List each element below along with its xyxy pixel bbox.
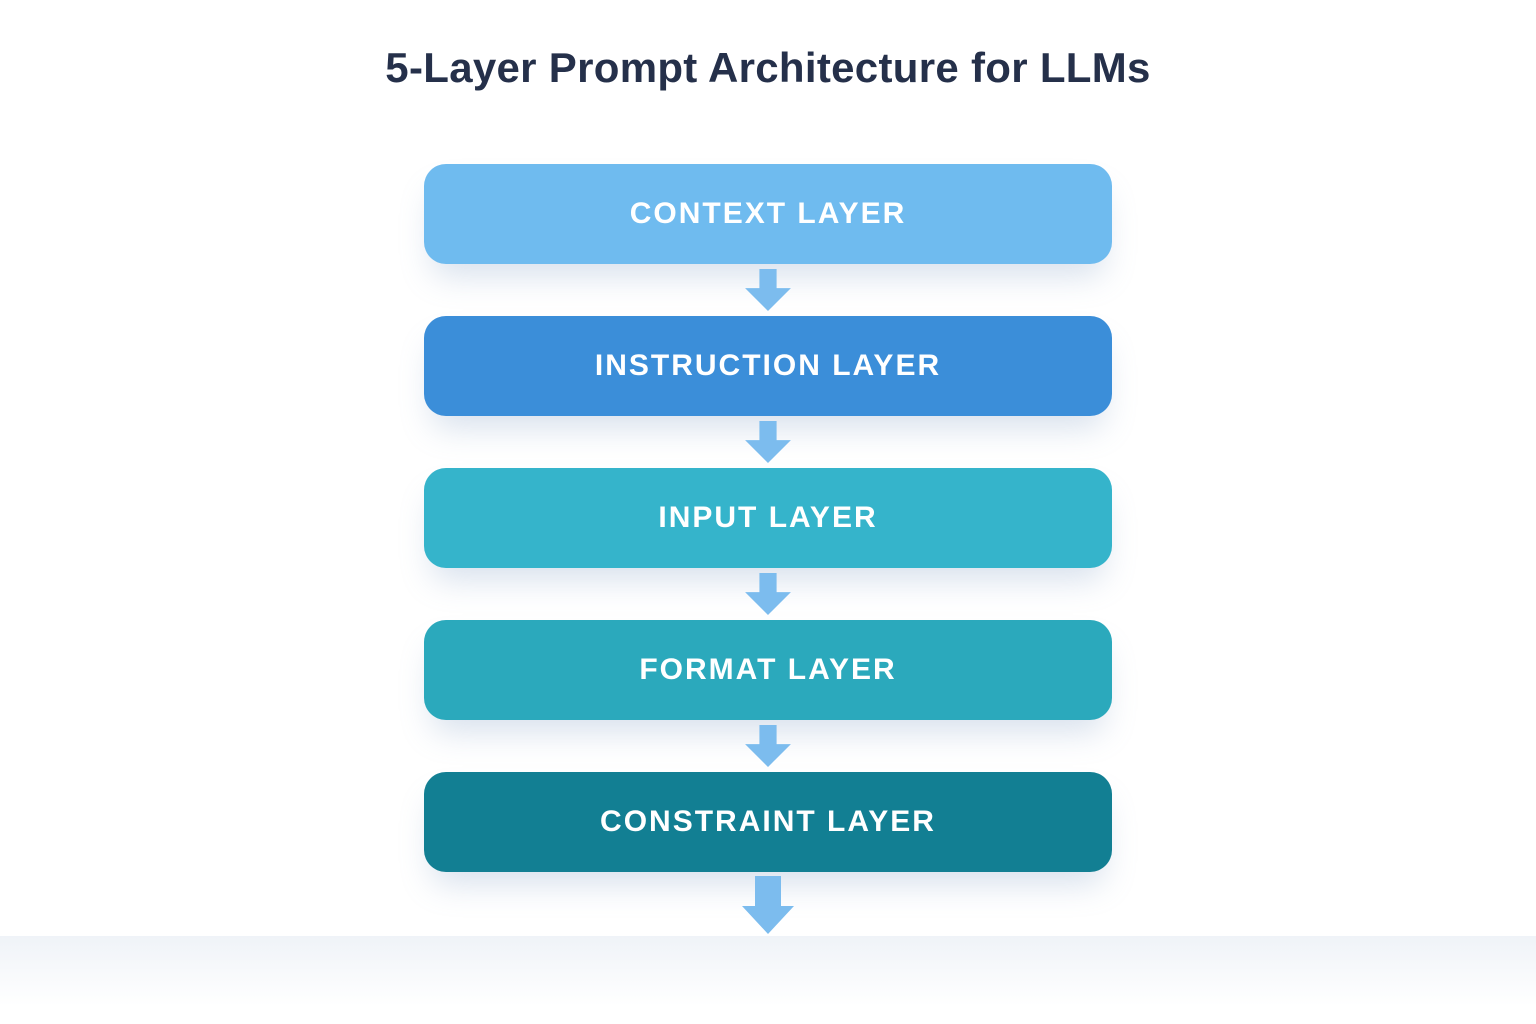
layer-box-constraint: CONSTRAINT LAYER [424,772,1112,872]
layer-box-instruction: INSTRUCTION LAYER [424,316,1112,416]
layer-stack: CONTEXT LAYER INSTRUCTION LAYER INPUT LA… [424,164,1112,944]
layer-box-context: CONTEXT LAYER [424,164,1112,264]
connector-zone [744,264,792,316]
connector-zone [744,720,792,772]
down-arrow-icon [745,421,791,463]
connector-zone [744,416,792,468]
down-arrow-icon [745,725,791,767]
layer-label-constraint: CONSTRAINT LAYER [600,805,936,838]
layer-label-format: FORMAT LAYER [639,653,897,686]
diagram-title: 5-Layer Prompt Architecture for LLMs [385,44,1151,91]
layer-label-input: INPUT LAYER [658,501,878,534]
bottom-shadow-band [0,936,1536,1006]
layer-label-instruction: INSTRUCTION LAYER [594,349,942,382]
connector-zone-final [742,872,794,944]
connector-zone [744,568,792,620]
layer-box-input: INPUT LAYER [424,468,1112,568]
down-arrow-icon [745,573,791,615]
down-arrow-icon [745,269,791,311]
down-arrow-icon [742,876,794,934]
layer-label-context: CONTEXT LAYER [629,197,907,230]
layer-box-format: FORMAT LAYER [424,620,1112,720]
